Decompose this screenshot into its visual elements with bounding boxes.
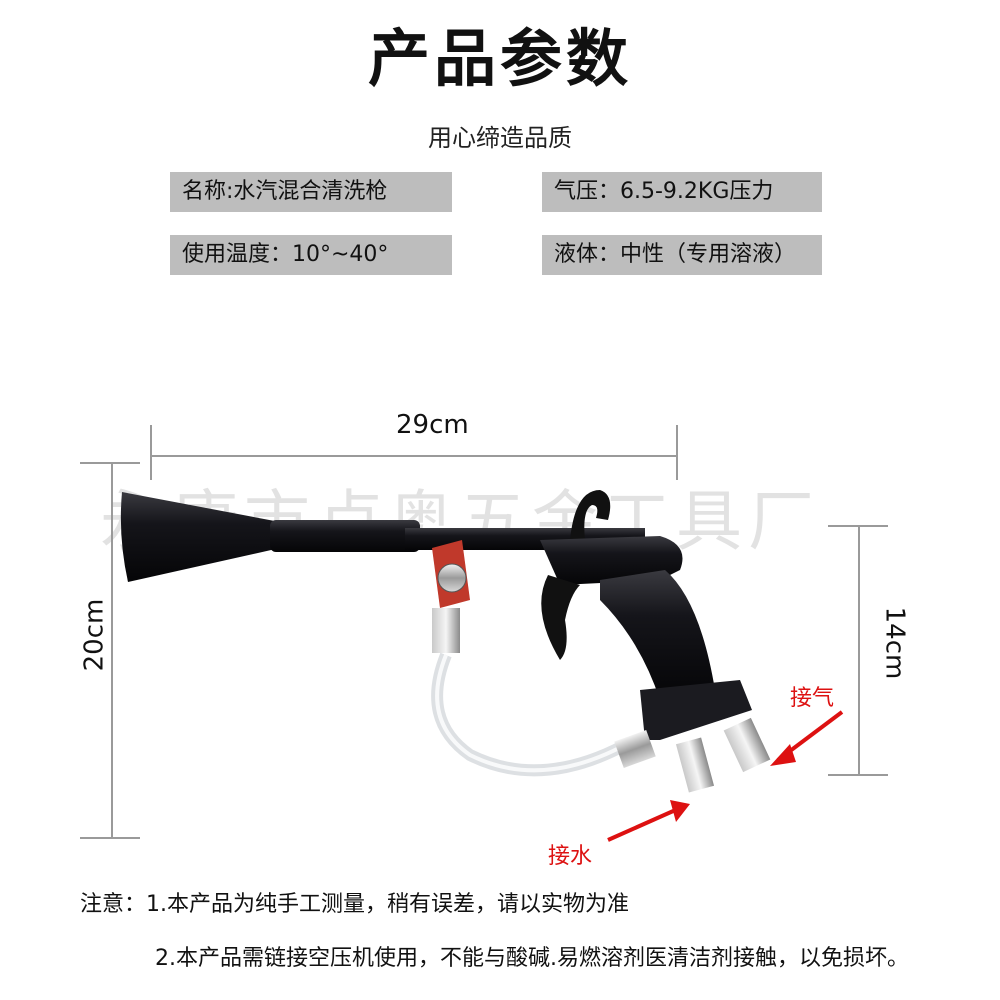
nozzle-cone — [120, 492, 280, 582]
gun-body — [540, 536, 683, 585]
height-dimension-tick-bottom — [80, 837, 140, 839]
trigger — [541, 575, 580, 660]
hanging-hook — [570, 490, 611, 540]
note-2: 2.本产品需链接空压机使用，不能与酸碱.易燃溶剂医清洁剂接触，以免损坏。 — [155, 946, 909, 971]
water-arrow — [607, 806, 681, 842]
water-inlet-label: 接水 — [548, 844, 593, 869]
spec-liquid: 液体：中性（专用溶液） — [542, 235, 822, 275]
height-dimension-line — [111, 462, 113, 838]
water-coupler — [675, 737, 715, 793]
note-1: 注意：1.本产品为纯手工测量，稍有误差，请以实物为准 — [80, 892, 629, 917]
length-dimension-tick-left — [150, 425, 152, 480]
barrel-front — [270, 520, 420, 552]
spec-temperature: 使用温度：10°~40° — [170, 235, 452, 275]
base-block — [640, 680, 752, 740]
length-dimension-line — [150, 455, 678, 457]
page-subtitle: 用心缔造品质 — [428, 124, 572, 152]
handle-dimension-tick-bottom — [828, 774, 888, 776]
spec-name: 名称:水汽混合清洗枪 — [170, 172, 452, 212]
gun-handle — [600, 570, 715, 700]
height-dimension-tick-top — [80, 462, 140, 464]
air-coupler — [723, 717, 771, 773]
page-title: 产品参数 — [367, 22, 632, 95]
air-inlet-label: 接气 — [790, 686, 835, 711]
spec-pressure: 气压：6.5-9.2KG压力 — [542, 172, 822, 212]
water-inlet-fitting — [432, 608, 460, 653]
handle-dimension-line — [858, 525, 860, 775]
length-dimension-tick-right — [676, 425, 678, 480]
hose-connector — [614, 730, 656, 768]
valve-knob — [437, 563, 467, 593]
handle-dimension-tick-top — [828, 525, 888, 527]
length-dimension-label: 29cm — [396, 410, 469, 440]
